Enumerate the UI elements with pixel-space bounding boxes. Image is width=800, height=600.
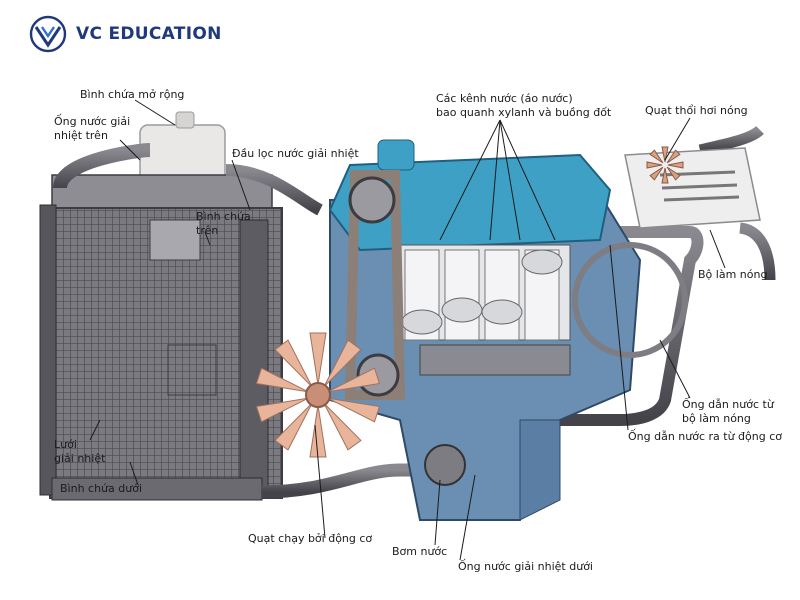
label-radiator-core: Lưới giải nhiệt bbox=[54, 438, 106, 465]
label-lower-hose: Ống nước giải nhiệt dưới bbox=[458, 560, 593, 573]
fan-blade bbox=[309, 404, 327, 458]
label-heater-return: Ống dẫn nước từ bộ làm nóng bbox=[682, 398, 774, 425]
fan-blade bbox=[327, 397, 381, 423]
heater-fan-blade bbox=[667, 161, 684, 169]
label-heater-fan: Quạt thổi hơi nóng bbox=[645, 104, 748, 117]
cam-pulley bbox=[348, 176, 396, 224]
heater-outlet-hose bbox=[738, 222, 776, 281]
heater-inlet-hose bbox=[698, 125, 764, 156]
vc-education-logo-icon bbox=[29, 15, 67, 53]
label-engine-outlet: Ống dẫn nước ra từ động cơ bbox=[628, 430, 782, 443]
radiator bbox=[39, 174, 283, 501]
label-water-jackets: Các kênh nước (áo nước) bao quanh xylanh… bbox=[436, 92, 612, 119]
label-engine-fan: Quạt chạy bởi động cơ bbox=[248, 532, 373, 545]
label-upper-tank: Bình chứa trên bbox=[196, 210, 251, 237]
heater-fan-blade bbox=[666, 166, 681, 181]
piston-2 bbox=[441, 249, 483, 341]
fan-blade bbox=[255, 367, 309, 393]
fan-blade bbox=[327, 367, 381, 393]
fan-blade bbox=[255, 397, 309, 423]
fan-blade bbox=[274, 402, 313, 451]
label-water-pump: Bơm nước bbox=[392, 545, 448, 558]
heater-fan-blade bbox=[661, 167, 669, 184]
heater-fan-blade bbox=[661, 146, 669, 163]
label-heater: Bộ làm nóng bbox=[698, 268, 768, 281]
engine-fan bbox=[255, 332, 381, 458]
leader-lines bbox=[89, 99, 726, 561]
fan-blade bbox=[323, 402, 362, 451]
brand-name: VC EDUCATION bbox=[76, 24, 222, 44]
water-pump bbox=[424, 444, 466, 486]
upper-radiator-hose bbox=[225, 164, 323, 216]
label-expansion-tank: Bình chứa mở rộng bbox=[80, 88, 185, 101]
piston-3 bbox=[481, 249, 523, 341]
fan-blade bbox=[309, 332, 327, 386]
brand-header: VC EDUCATION bbox=[28, 14, 222, 54]
fan-blade bbox=[274, 339, 313, 388]
heater-fan-blade bbox=[649, 166, 664, 181]
heater-fan-blade bbox=[646, 161, 663, 169]
piston-4 bbox=[521, 249, 563, 341]
label-radiator-cap: Đầu lọc nước giải nhiệt bbox=[232, 147, 359, 160]
label-lower-tank: Bình chứa dưới bbox=[60, 482, 143, 495]
heater-fan bbox=[646, 146, 684, 184]
fan-blade bbox=[323, 339, 362, 388]
heater-core bbox=[624, 147, 761, 229]
piston-1 bbox=[401, 249, 443, 341]
upper-hose bbox=[53, 143, 151, 190]
label-upper-hose: Ống nước giải nhiệt trên bbox=[54, 115, 131, 142]
heater-fan-blade bbox=[649, 149, 664, 164]
heater-fan-blade bbox=[666, 149, 681, 164]
timing-belt bbox=[344, 170, 406, 400]
lower-radiator-hose bbox=[261, 463, 470, 499]
